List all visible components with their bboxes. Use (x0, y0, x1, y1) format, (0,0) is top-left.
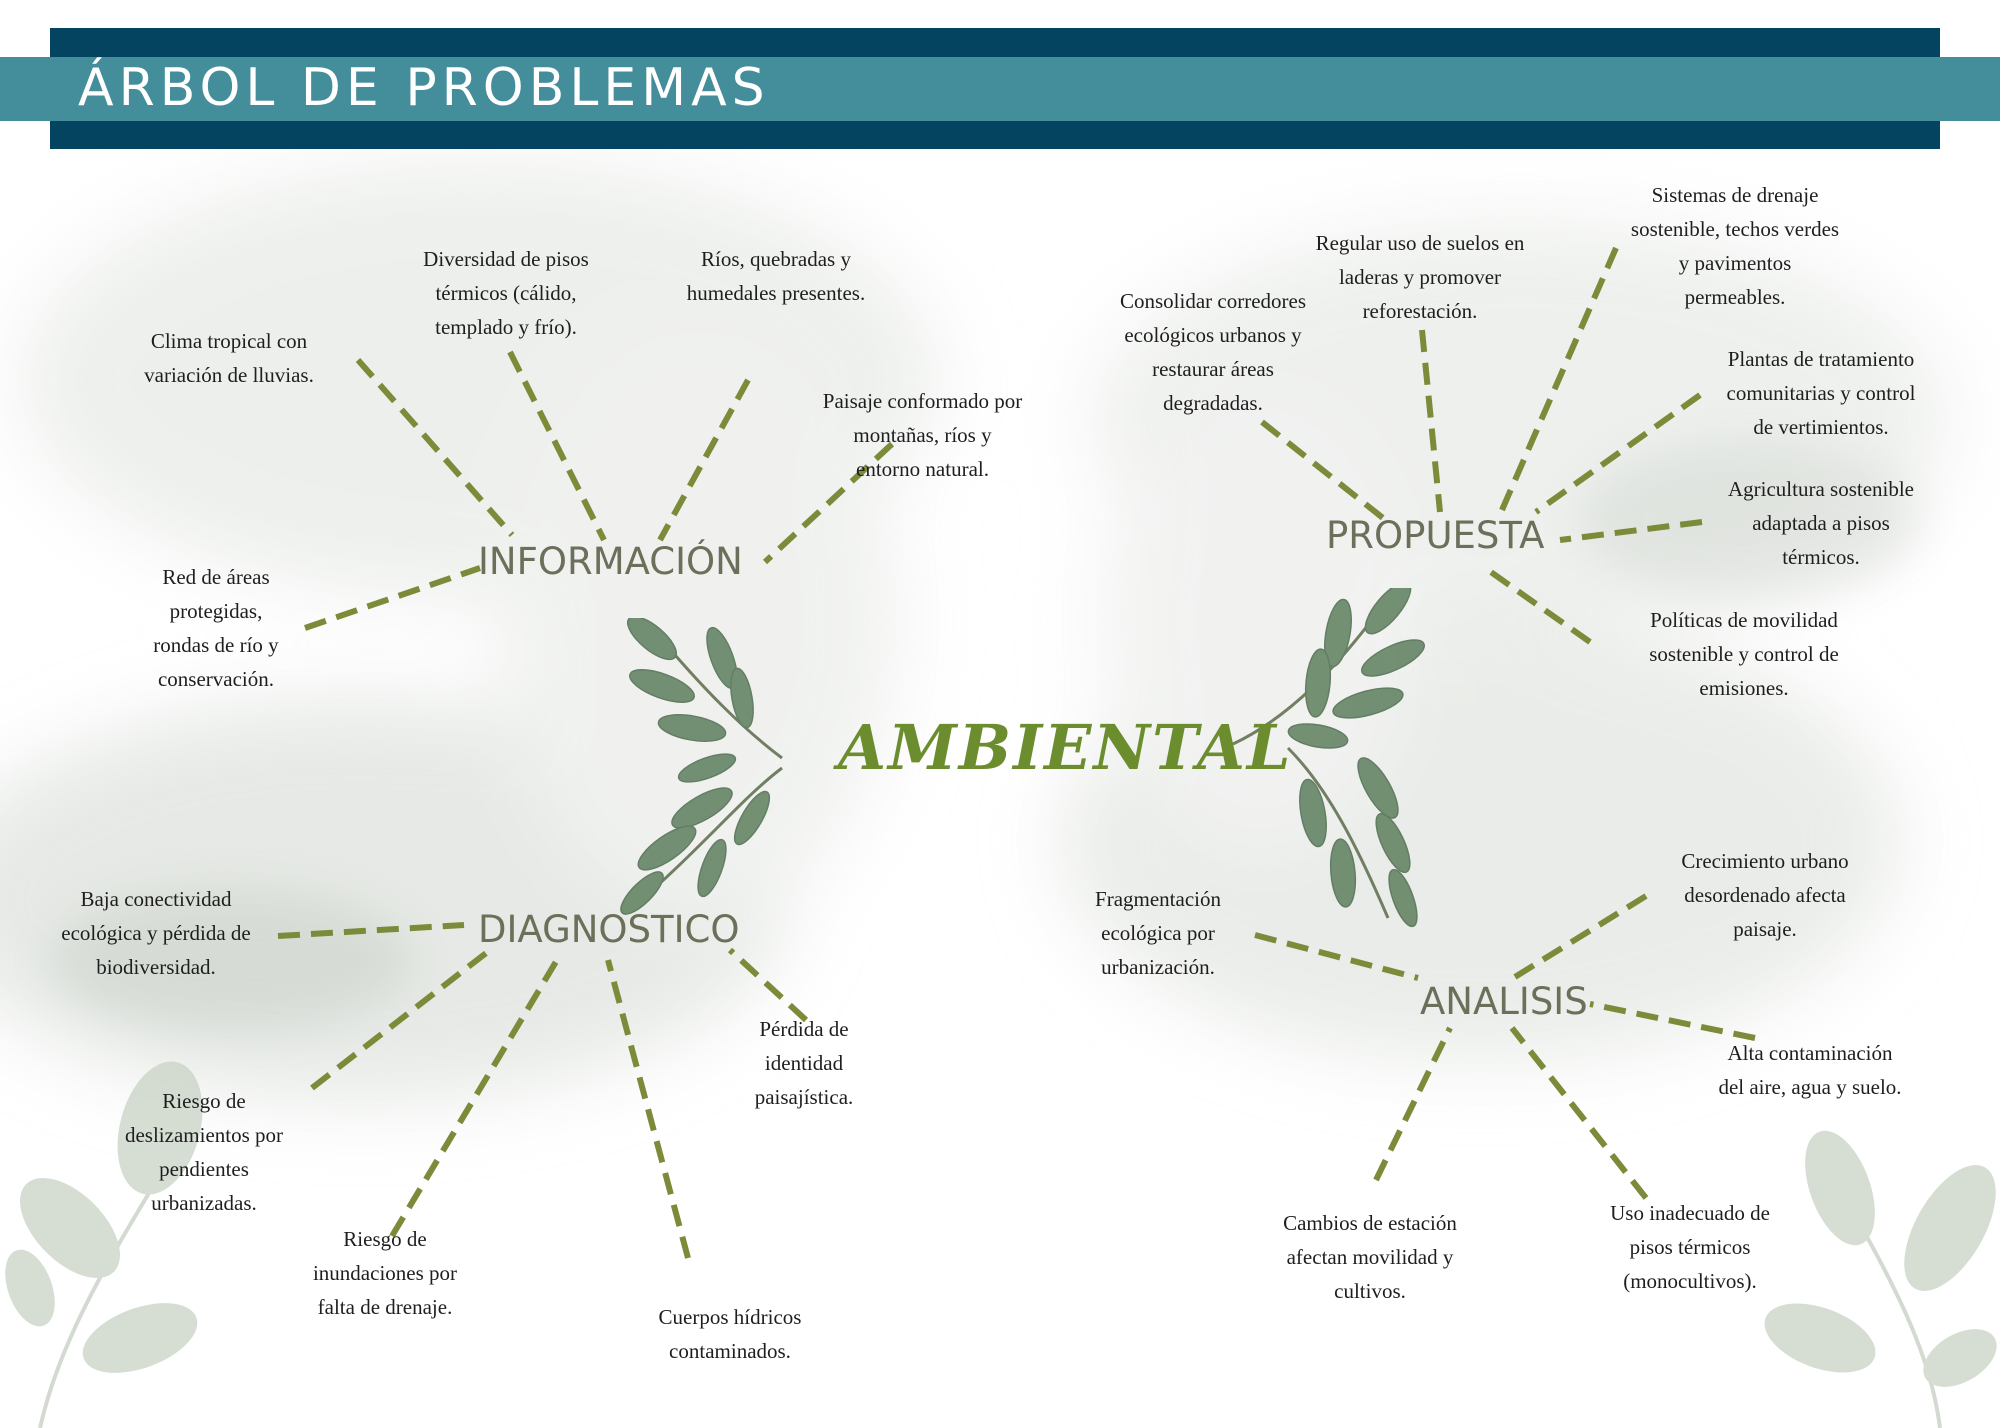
connector-anal-4 (1373, 1026, 1453, 1182)
connector-info-5 (304, 565, 481, 631)
connector-anal-2 (1508, 893, 1648, 983)
connector-prop-4 (1534, 392, 1702, 515)
connector-diag-2 (310, 947, 492, 1091)
category-informacion: INFORMACIÓN (478, 540, 743, 583)
category-analisis: ANALISIS (1420, 980, 1588, 1023)
connector-prop-6 (1486, 567, 1592, 645)
connector-prop-1 (1260, 419, 1385, 521)
branch-right-icon (1232, 588, 1425, 928)
connector-diag-3 (389, 953, 563, 1238)
category-propuesta: PROPUESTA (1326, 514, 1545, 557)
connector-anal-3 (1589, 1001, 1756, 1041)
connector-anal-5 (1509, 1026, 1649, 1200)
connector-prop-5 (1559, 519, 1703, 543)
connector-diag-5 (727, 947, 809, 1023)
branch-left-icon (620, 618, 783, 915)
connector-prop-3 (1499, 246, 1619, 512)
leaves-bottom-right-icon (1764, 1130, 1997, 1428)
connector-anal-1 (1254, 932, 1419, 981)
category-diagnostico: DIAGNOSTICO (478, 908, 740, 951)
leaves-bottom-left-icon (5, 1061, 203, 1428)
center-label: AMBIENTAL (838, 711, 1293, 784)
connector-prop-2 (1419, 329, 1443, 513)
connector-diag-1 (277, 922, 465, 939)
connector-diag-4 (605, 959, 691, 1259)
connector-info-3 (657, 378, 751, 542)
page-title: ÁRBOL DE PROBLEMAS (78, 58, 770, 118)
header-band (0, 57, 2000, 121)
connector-info-1 (355, 358, 515, 537)
connector-info-4 (762, 441, 895, 565)
connector-info-2 (507, 350, 607, 542)
